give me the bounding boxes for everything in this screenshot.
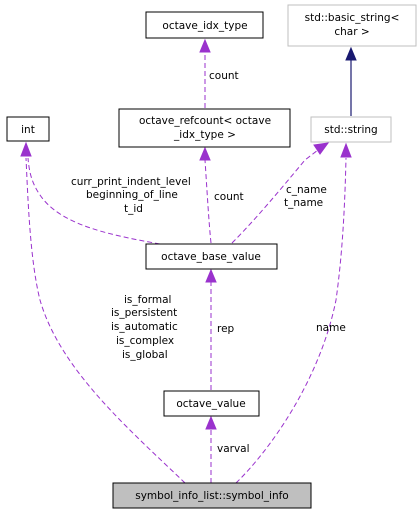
node-symbol-info[interactable]: symbol_info_list::symbol_info xyxy=(112,482,312,509)
edge-base-to-int: curr_print_indent_level beginning_of_lin… xyxy=(20,141,191,245)
node-std-string[interactable]: std::string xyxy=(310,116,392,143)
edge-base-to-refcount: count xyxy=(199,146,244,244)
edge-label-name: name xyxy=(316,322,346,334)
edge-label-string-base-1: t_name xyxy=(284,197,323,209)
edge-label-int-symbol-3: is_complex xyxy=(116,335,174,347)
edge-label-count-base: count xyxy=(214,191,244,203)
node-label-basic-string-1: char > xyxy=(334,26,369,38)
edge-label-int-symbol-2: is_automatic xyxy=(111,321,178,333)
node-label-symbol-info: symbol_info_list::symbol_info xyxy=(135,490,288,502)
edge-symbol-to-int: is_formal is_persistent is_automatic is_… xyxy=(25,157,186,484)
node-label-refcount-1: _idx_type > xyxy=(173,129,236,141)
node-label-base-value: octave_base_value xyxy=(161,251,261,263)
node-label-refcount-0: octave_refcount< octave xyxy=(139,115,271,127)
edge-label-int-symbol-0: is_formal xyxy=(124,294,171,306)
node-label-basic-string-0: std::basic_string< xyxy=(305,12,400,24)
edge-label-rep: rep xyxy=(217,323,235,335)
node-label-octave-idx-type: octave_idx_type xyxy=(162,20,247,32)
node-octave-idx-type[interactable]: octave_idx_type xyxy=(145,11,264,39)
edge-symbol-to-value: varval xyxy=(205,415,250,483)
edge-value-to-base: rep xyxy=(205,268,235,390)
node-octave-refcount[interactable]: octave_refcount< octave _idx_type > xyxy=(118,108,291,148)
edge-inheritance-basic-string xyxy=(345,46,357,116)
node-label-octave-value: octave_value xyxy=(176,398,245,410)
edge-label-varval: varval xyxy=(217,443,250,455)
node-octave-value[interactable]: octave_value xyxy=(163,390,260,417)
edge-symbol-to-string: name xyxy=(235,142,352,484)
edge-label-int-base-2: t_id xyxy=(124,203,143,215)
node-octave-base-value[interactable]: octave_base_value xyxy=(145,243,278,270)
edge-refcount-to-idx-type: count xyxy=(199,38,239,108)
edge-label-int-base-1: beginning_of_line xyxy=(86,189,178,201)
edge-label-count-idx: count xyxy=(209,70,239,82)
node-label-std-string: std::string xyxy=(324,124,377,136)
node-int[interactable]: int xyxy=(6,116,50,142)
edge-label-int-symbol-4: is_global xyxy=(122,349,168,361)
edge-label-int-base-0: curr_print_indent_level xyxy=(71,176,191,188)
edge-label-string-base-0: c_name xyxy=(286,184,327,196)
edge-base-to-string: c_name t_name xyxy=(231,142,330,244)
node-basic-string[interactable]: std::basic_string< char > xyxy=(287,4,417,47)
node-label-int: int xyxy=(21,124,35,136)
edge-label-int-symbol-1: is_persistent xyxy=(111,307,177,319)
